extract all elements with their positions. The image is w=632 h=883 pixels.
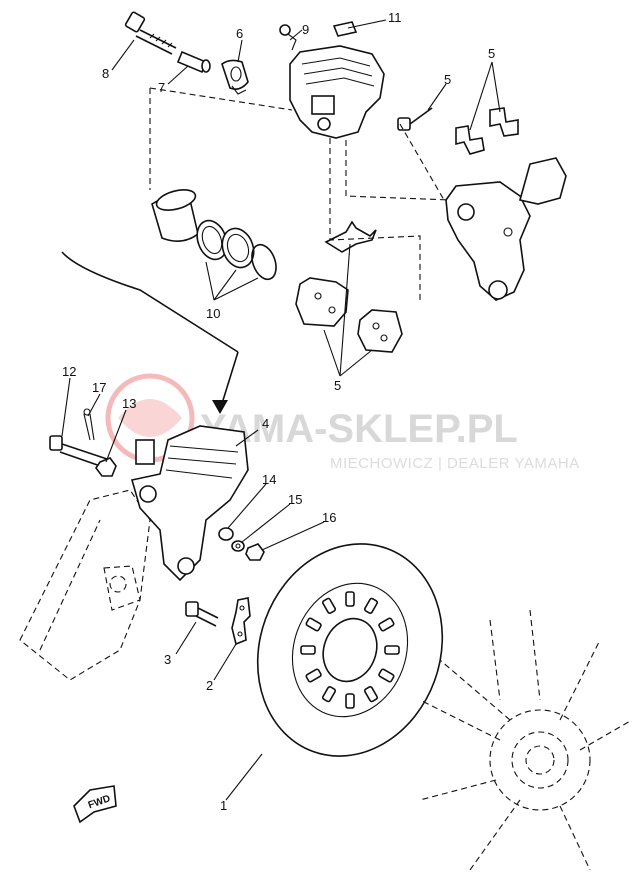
disc-vent-hole (378, 617, 395, 632)
wheel-hub (419, 609, 632, 871)
disc-vent-hole (345, 693, 355, 709)
lock-plate-2 (231, 597, 251, 646)
callout-7: 7 (158, 80, 165, 95)
callout-15: 15 (288, 492, 302, 507)
pad-springs-5 (455, 107, 519, 155)
washer-15 (231, 540, 245, 552)
disc-vent-hole (378, 668, 395, 683)
callout-11: 11 (388, 10, 402, 25)
guide-lines-upper (149, 87, 451, 300)
nut-16 (245, 543, 265, 561)
fwd-arrow-icon: FWD (73, 785, 117, 824)
piston (151, 189, 199, 242)
bolt-3 (185, 601, 219, 627)
callout-8: 8 (102, 66, 109, 81)
disc-vent-holes (300, 591, 400, 709)
nut-13 (95, 457, 117, 477)
disc-vent-hole (363, 686, 379, 703)
callout-6: 6 (236, 26, 243, 41)
swingarm (19, 489, 151, 681)
callout-5-springs: 5 (488, 46, 495, 61)
callout-2: 2 (206, 678, 213, 693)
brake-disc-1 (256, 543, 444, 757)
disc-vent-hole (300, 645, 316, 655)
callout-16: 16 (322, 510, 336, 525)
bolt-8 (124, 11, 177, 55)
disc-vent-hole (345, 591, 355, 607)
disc-vent-hole (321, 597, 337, 614)
callout-10: 10 (206, 306, 220, 321)
callout-5-upper: 5 (444, 72, 451, 87)
disc-vent-hole (384, 645, 400, 655)
caliper-assembly-4 (130, 425, 249, 582)
callout-3: 3 (164, 652, 171, 667)
separator-curve (61, 251, 239, 353)
caliper-body-upper (279, 21, 385, 139)
callout-14: 14 (262, 472, 276, 487)
disc-vent-hole (321, 686, 337, 703)
brake-pads-5 (295, 220, 403, 353)
watermark: YAMA-SKLEP.PL MIECHOWICZ | DEALER YAMAHA (105, 373, 580, 472)
watermark-main-text: YAMA-SKLEP.PL (200, 407, 518, 451)
sleeve-7 (176, 50, 211, 74)
washer-14 (218, 527, 234, 541)
callout-17: 17 (92, 380, 106, 395)
callout-9: 9 (302, 22, 309, 37)
assembly-arrow-icon (212, 400, 228, 414)
disc-vent-hole (305, 668, 322, 683)
callout-1: 1 (220, 798, 227, 813)
disc-vent-hole (305, 617, 322, 632)
disc-vent-hole (363, 597, 379, 614)
boot-6 (221, 59, 249, 95)
seals-10 (196, 219, 277, 281)
watermark-sub-text: MIECHOWICZ | DEALER YAMAHA (330, 455, 580, 472)
callout-4: 4 (262, 416, 269, 431)
leader-lines (61, 19, 501, 801)
callout-13: 13 (122, 396, 136, 411)
callout-12: 12 (62, 364, 76, 379)
callout-numbers: 8 7 6 9 11 5 5 10 5 12 17 13 4 14 15 16 … (62, 10, 495, 813)
pin-bolt-5-upper (397, 107, 433, 131)
callout-5-pads: 5 (334, 378, 341, 393)
caliper-bracket-upper (445, 157, 567, 301)
